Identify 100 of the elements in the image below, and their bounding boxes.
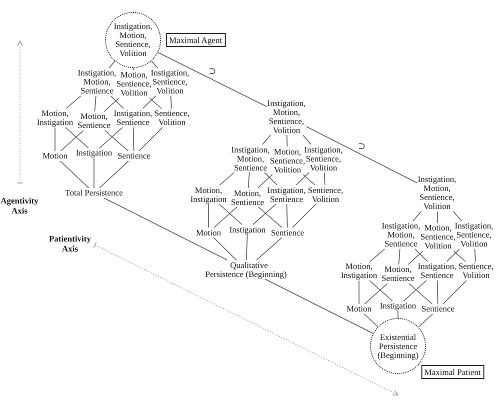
node-label: Instigation, Sentience (114, 109, 152, 127)
node-label: Instigation, Motion, Sentience, Volition (114, 22, 152, 58)
connector-line (442, 280, 467, 304)
node-label: Instigation (76, 148, 112, 158)
node-label: Instigation, Motion, Sentience (231, 145, 270, 172)
connector-line (218, 204, 242, 225)
node-label: Motion, Sentience (77, 112, 111, 130)
connector-line (408, 283, 433, 304)
node-label: Motion, Instigation (340, 262, 378, 280)
node-label: Sentience, Volition (458, 262, 494, 280)
node-label: Sentience, Volition (154, 109, 190, 127)
connector-line (60, 130, 84, 152)
node-label: Sentience, Volition (308, 186, 344, 204)
connector-line (408, 250, 424, 265)
connector-line (252, 204, 276, 225)
node-label: Instigation, Motion, Sentience, Volition (267, 98, 306, 134)
node-label: Sentience (117, 152, 151, 160)
connector-line (132, 127, 134, 152)
node-label: Existential Persistence (Beginning) (377, 332, 419, 360)
node-label: Motion, Sentience, Volition (270, 147, 306, 174)
node-label: Instigation, Sentience, Volition (150, 68, 190, 96)
connector-line (246, 234, 248, 260)
connector-line (110, 96, 124, 109)
label-box: Maximal Patient (420, 365, 484, 379)
connector-line (418, 314, 433, 328)
label-box: Maximal Agent (165, 32, 226, 46)
connector-line (412, 211, 422, 222)
connector-line (99, 127, 123, 148)
connector-line (104, 98, 120, 112)
connector-line (219, 172, 235, 186)
node-label: Motion, Instigation (190, 186, 227, 204)
connector-line (258, 206, 282, 228)
node-label: Instigation, Sentience (418, 262, 456, 280)
connector-line (296, 172, 310, 186)
connector-line (452, 211, 462, 222)
axis-label: Agentivity Axis (0, 196, 38, 216)
connector-line (158, 52, 268, 108)
node-label: Sentience (421, 304, 455, 314)
connector-line (256, 237, 282, 260)
connector-line (292, 204, 316, 228)
connector-line (214, 206, 238, 228)
node-label: Total Persistence (65, 188, 123, 198)
connector-line (104, 198, 228, 260)
node-label: Motion, Sentience (230, 188, 264, 206)
dotted-circle (370, 318, 426, 374)
connector-line (170, 96, 172, 109)
connector-line (302, 134, 312, 145)
connector-line (364, 283, 388, 304)
connector-line (213, 237, 237, 260)
connector-line (453, 250, 466, 262)
node-label: Motion, Instigation (36, 109, 74, 127)
node-label: Motion, Sentience, Volition (420, 224, 456, 250)
connector-line (302, 174, 316, 186)
connector-line (104, 130, 129, 152)
connector-line (66, 96, 82, 109)
connector-line (108, 60, 116, 68)
node-label: Motion, Sentience (381, 265, 415, 283)
connector-line (262, 134, 272, 145)
connector-line (138, 127, 163, 152)
connector-line (358, 280, 360, 304)
node-label: Instigation, Motion, Sentience (78, 68, 116, 96)
connector-line (414, 248, 428, 262)
connector-line (257, 174, 273, 188)
node-label: Instigation (229, 225, 266, 234)
connector-line (403, 280, 427, 302)
connector-line (99, 160, 129, 188)
connector-line (286, 134, 288, 147)
connector-line (370, 248, 386, 262)
connector-line (208, 204, 209, 228)
connector-line (324, 172, 326, 186)
node-label: Motion (346, 304, 372, 314)
connector-line (398, 248, 400, 265)
connector-line (65, 127, 89, 148)
node-label: Motion, Sentience, Volition (116, 70, 152, 98)
connector-line (133, 68, 134, 70)
connector-line (264, 172, 278, 186)
node-label: Instigation, Sentience (267, 186, 306, 204)
node-label: Instigation, Sentience, Volition (454, 222, 494, 248)
connector-line (306, 126, 418, 184)
connector-line (437, 211, 438, 224)
node-label: Instigation, Motion, Sentience (382, 222, 420, 248)
node-label: Instigation, Motion, Sentience, Volition (418, 175, 456, 211)
node-label: Motion (196, 228, 222, 237)
connector-line (474, 248, 476, 262)
node-label: Sentience (270, 228, 304, 237)
connector-line (446, 248, 460, 262)
node-label: Instigation, Sentience, Volition (304, 145, 343, 172)
connector-line (60, 160, 90, 188)
connector-line (149, 98, 162, 109)
edge-label: ⊃ (208, 66, 216, 77)
axis-label: Patientivity Axis (48, 234, 92, 254)
connector-line (94, 96, 96, 112)
connector-line (286, 204, 288, 228)
node-label: Instigation (380, 302, 416, 310)
node-label: Qualitative Persistence (Beginning) (204, 260, 288, 278)
edge-label: ⊃ (358, 142, 366, 152)
connector-line (54, 127, 56, 152)
connector-line (436, 280, 438, 304)
connector-line (264, 278, 374, 334)
connector-line (151, 60, 158, 68)
